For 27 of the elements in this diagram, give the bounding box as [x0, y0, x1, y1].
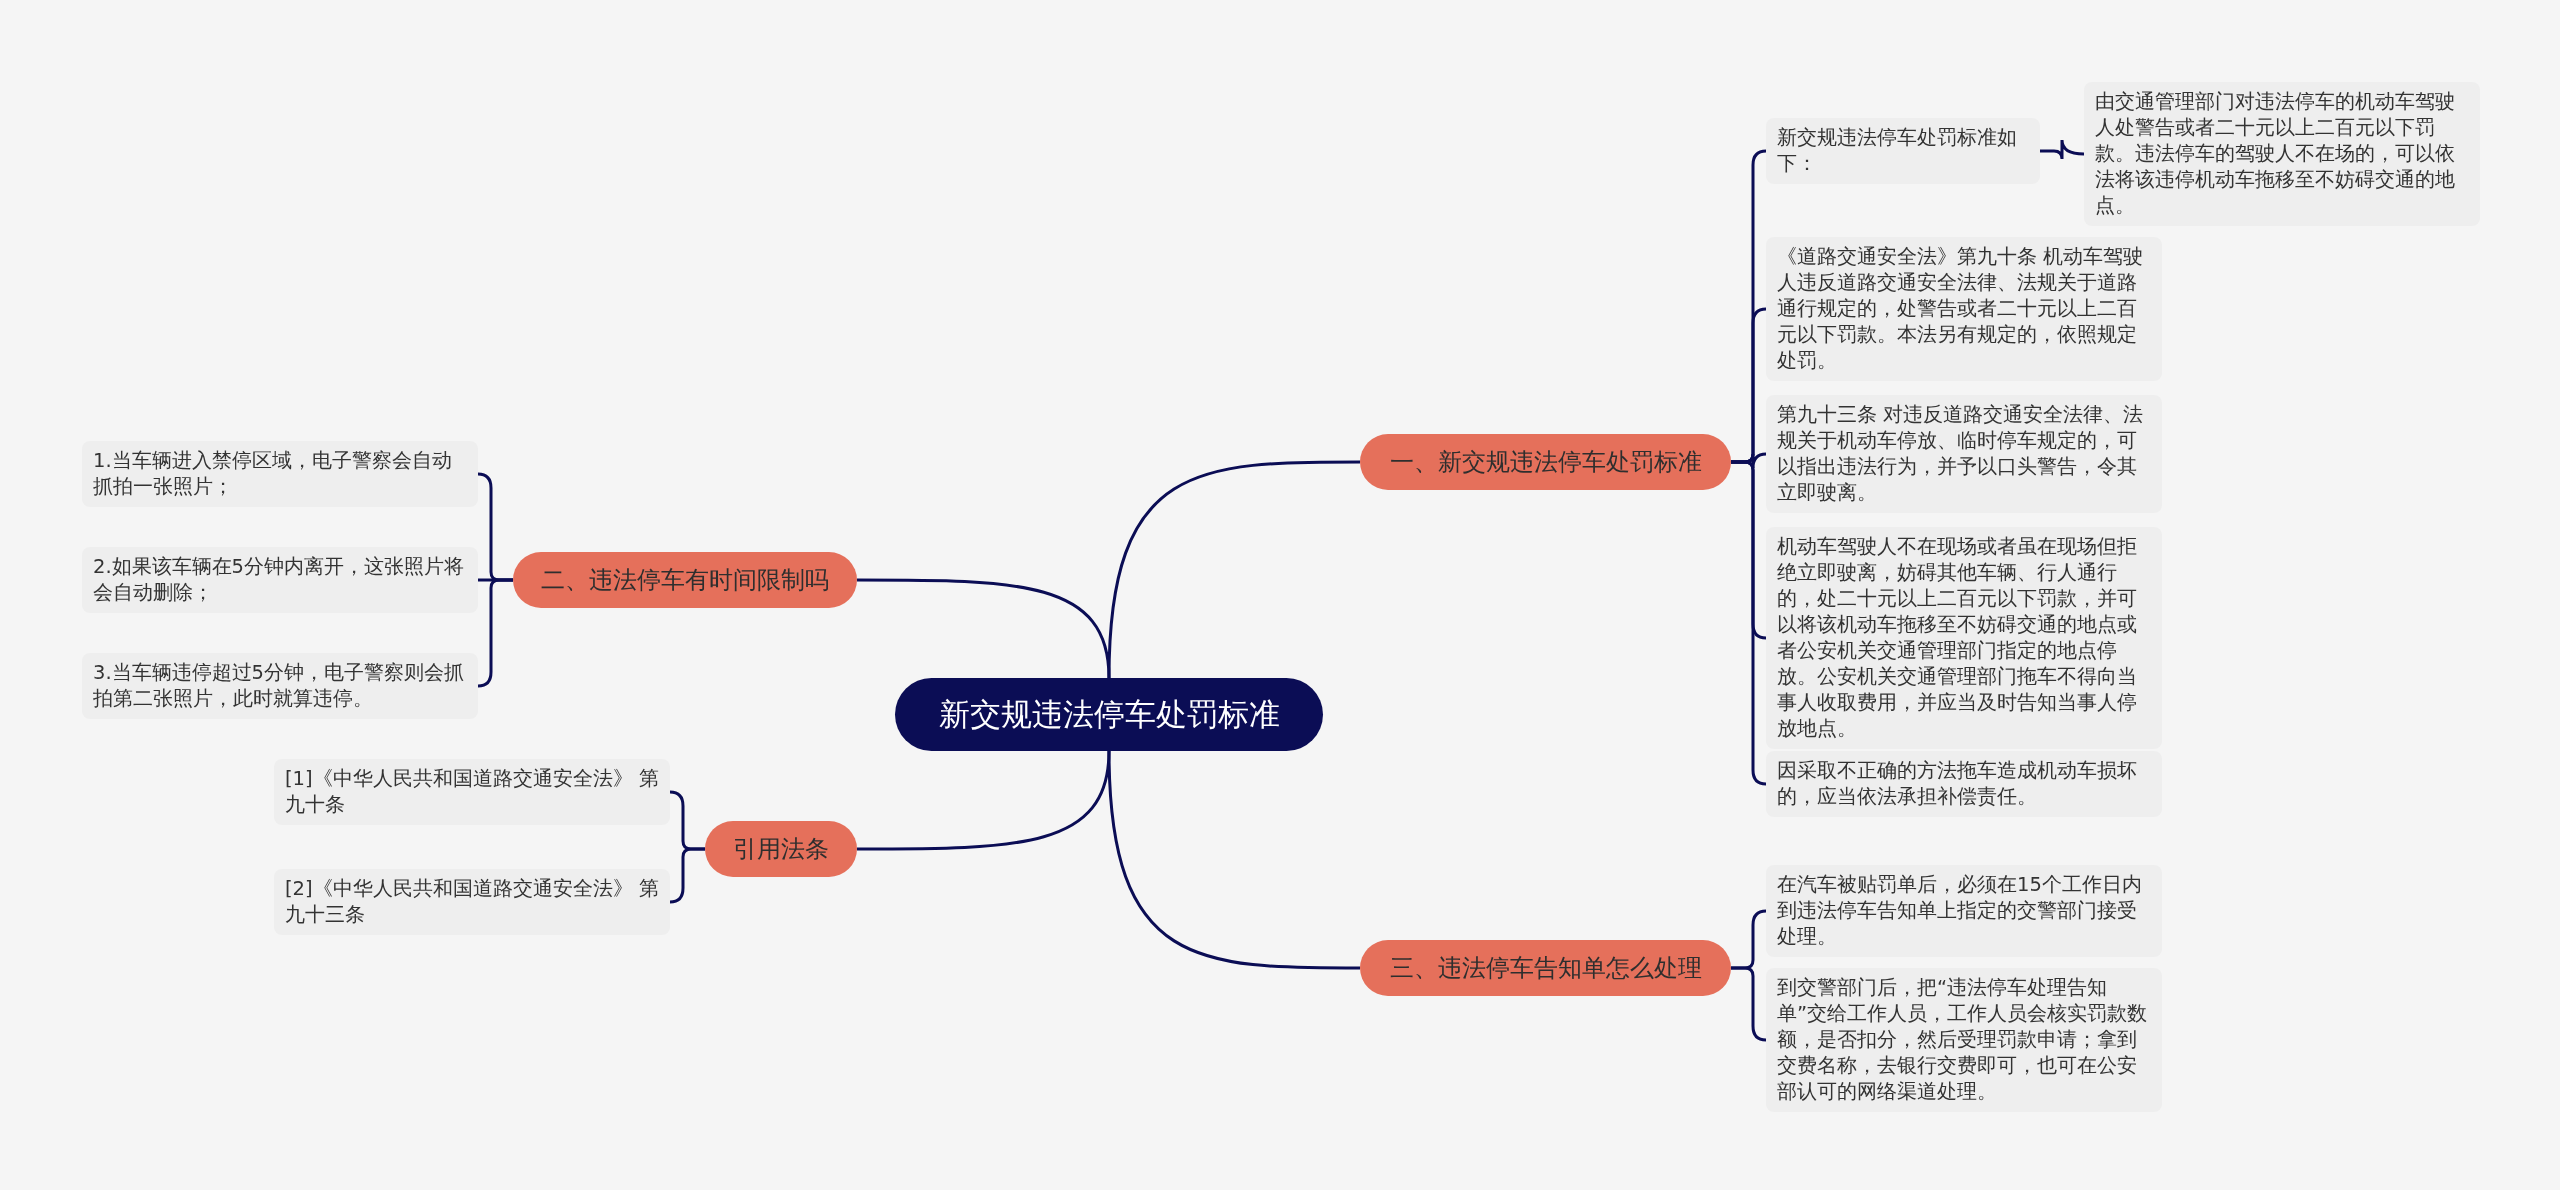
note-card: [2]《中华人民共和国道路交通安全法》 第九十三条	[274, 869, 670, 935]
central-topic: 新交规违法停车处罚标准	[895, 678, 1323, 751]
note-card: 新交规违法停车处罚标准如下：	[1766, 118, 2040, 184]
topic-pill: 一、新交规违法停车处罚标准	[1360, 434, 1731, 490]
connector-line	[857, 578, 1111, 679]
connector-line	[1107, 460, 1360, 679]
note-card: 3.当车辆违停超过5分钟，电子警察则会抓拍第二张照片，此时就算违停。	[82, 653, 478, 719]
note-card: 机动车驾驶人不在现场或者虽在现场但拒绝立即驶离，妨碍其他车辆、行人通行的，处二十元以上二百元以下罚款，并可以将该机动车拖移至不妨碍交通的地点或者公安机关交通管理部门指定的地点停放。公安机关交通管理部门拖车不得向当事人收取费用，并应当及时告知当事人停放地点。	[1766, 527, 2162, 749]
connector-line	[669, 847, 705, 904]
topic-pill: 引用法条	[705, 821, 857, 877]
note-card: [1]《中华人民共和国道路交通安全法》 第九十条	[274, 759, 670, 825]
note-card: 因采取不正确的方法拖车造成机动车损坏的，应当依法承担补偿责任。	[1766, 751, 2162, 817]
note-card: 1.当车辆进入禁停区域，电子警察会自动抓拍一张照片；	[82, 441, 478, 507]
topic-pill: 二、违法停车有时间限制吗	[513, 552, 857, 608]
connector-line	[2040, 138, 2085, 161]
note-card: 在汽车被贴罚单后，必须在15个工作日内到违法停车告知单上指定的交警部门接受处理。	[1766, 865, 2162, 957]
note-card: 《道路交通安全法》第九十条 机动车驾驶人违反道路交通安全法律、法规关于道路通行规定的，处警告或者二十元以上二百元以下罚款。本法另有规定的，依照规定处罚。	[1766, 237, 2162, 381]
note-card: 2.如果该车辆在5分钟内离开，这张照片将会自动删除；	[82, 547, 478, 613]
note-card: 到交警部门后，把“违法停车处理告知单”交给工作人员，工作人员会核实罚款数额，是否扣分，然后受理罚款申请；拿到交费名称，去银行交费即可，也可在公安部认可的网络渠道处理。	[1766, 968, 2162, 1112]
note-card: 由交通管理部门对违法停车的机动车驾驶人处警告或者二十元以上二百元以下罚款。违法停车的驾驶人不在场的，可以依法将该违停机动车拖移至不妨碍交通的地点。	[2084, 82, 2480, 226]
connector-line	[477, 578, 513, 688]
connector-line	[857, 750, 1111, 851]
connector-line	[1107, 750, 1360, 970]
connector-line	[1731, 460, 1767, 786]
note-card: 第九十三条 对违反道路交通安全法律、法规关于机动车停放、临时停车规定的，可以指出违法行为，并予以口头警告，令其立即驶离。	[1766, 395, 2162, 513]
connector-line	[1731, 966, 1767, 1042]
topic-pill: 三、违法停车告知单怎么处理	[1360, 940, 1731, 996]
